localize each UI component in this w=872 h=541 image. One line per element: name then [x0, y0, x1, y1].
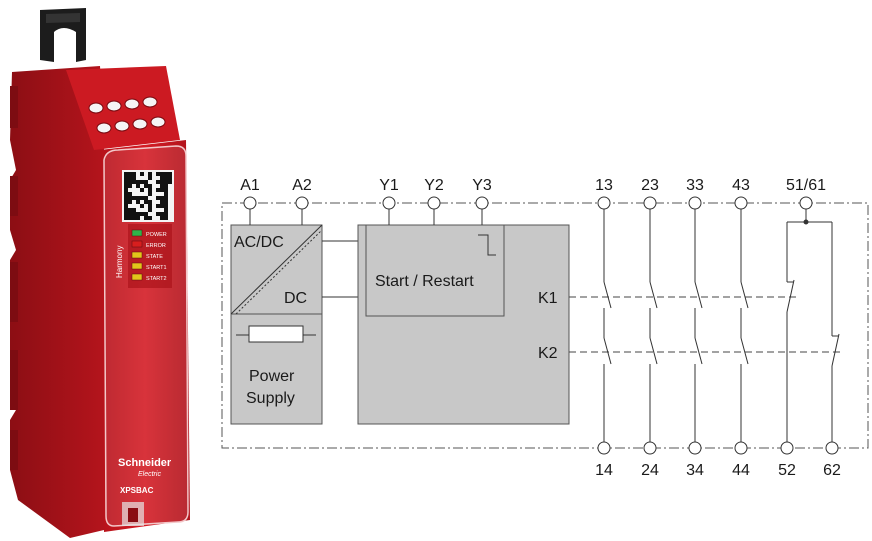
relay-k2-label: K2	[538, 345, 558, 362]
led-label-power: POWER	[146, 232, 167, 238]
led-power	[131, 229, 143, 237]
power-supply-block: AC/DC DC Power Supply	[230, 224, 323, 425]
terminal-23	[643, 196, 657, 210]
terminal-13	[597, 196, 611, 210]
terminal-y1	[382, 196, 396, 210]
no-contact-path	[649, 209, 658, 442]
terminal-label-bottom: 24	[641, 462, 659, 479]
brand-name: Schneider	[118, 457, 172, 469]
bottom-latch	[122, 502, 144, 526]
nc-contact-paths	[786, 209, 840, 442]
relay-k1-label: K1	[538, 290, 558, 307]
terminal-y3	[475, 196, 489, 210]
led-start1	[131, 262, 143, 270]
terminal-label-top: A1	[240, 177, 260, 194]
converter-bottom-label: DC	[284, 290, 307, 307]
terminal-33	[688, 196, 702, 210]
terminal-52	[780, 441, 794, 455]
terminal-label-top: A2	[292, 177, 312, 194]
power-supply-label-1: Power	[249, 368, 295, 385]
led-state	[131, 251, 143, 259]
terminal-label-top: Y1	[379, 177, 399, 194]
terminal-label-bottom: 44	[732, 462, 750, 479]
terminal-label-top: 43	[732, 177, 750, 194]
brand-sub: Electric	[138, 471, 161, 478]
terminal-51-61	[799, 196, 813, 210]
terminal-label-top: Y3	[472, 177, 492, 194]
enclosure-outline	[221, 202, 869, 449]
no-contact-path	[694, 209, 703, 442]
housing-ribs	[10, 86, 18, 470]
terminal-label-top: 51/61	[786, 177, 826, 194]
pulse-symbol	[478, 234, 496, 256]
led-label-start1: START1	[146, 265, 167, 271]
converter-top-label: AC/DC	[234, 234, 284, 251]
terminal-label-bottom: 34	[686, 462, 704, 479]
no-contact-path	[603, 209, 612, 442]
terminal-a2	[295, 196, 309, 210]
model-label: XPSBAC	[120, 486, 154, 495]
terminal-62	[825, 441, 839, 455]
terminal-label-top: 23	[641, 177, 659, 194]
terminal-label-bottom: 52	[778, 462, 796, 479]
terminal-24	[643, 441, 657, 455]
terminal-a1	[243, 196, 257, 210]
power-supply-label-2: Supply	[246, 390, 295, 407]
terminal-label-bottom: 14	[595, 462, 613, 479]
series-label: Harmony	[115, 246, 124, 278]
logic-label: Start / Restart	[375, 273, 474, 290]
logic-block: Start / Restart K1 K2	[357, 224, 570, 425]
terminal-y2	[427, 196, 441, 210]
housing-side	[10, 66, 104, 538]
terminal-label-top: 33	[686, 177, 704, 194]
led-error	[131, 240, 143, 248]
din-clip	[40, 8, 86, 62]
led-start2	[131, 273, 143, 281]
terminal-34	[688, 441, 702, 455]
terminal-label-top: Y2	[424, 177, 444, 194]
terminal-screws	[88, 96, 166, 134]
terminal-block-top	[66, 66, 180, 150]
no-contact-path	[740, 209, 749, 442]
led-label-state: STATE	[146, 254, 163, 260]
led-label-start2: START2	[146, 276, 167, 282]
terminal-label-bottom: 62	[823, 462, 841, 479]
led-label-error: ERROR	[146, 243, 166, 249]
fuse-symbol	[248, 325, 304, 343]
terminal-44	[734, 441, 748, 455]
terminal-14	[597, 441, 611, 455]
terminal-43	[734, 196, 748, 210]
qr-label	[122, 170, 174, 222]
terminal-label-top: 13	[595, 177, 613, 194]
